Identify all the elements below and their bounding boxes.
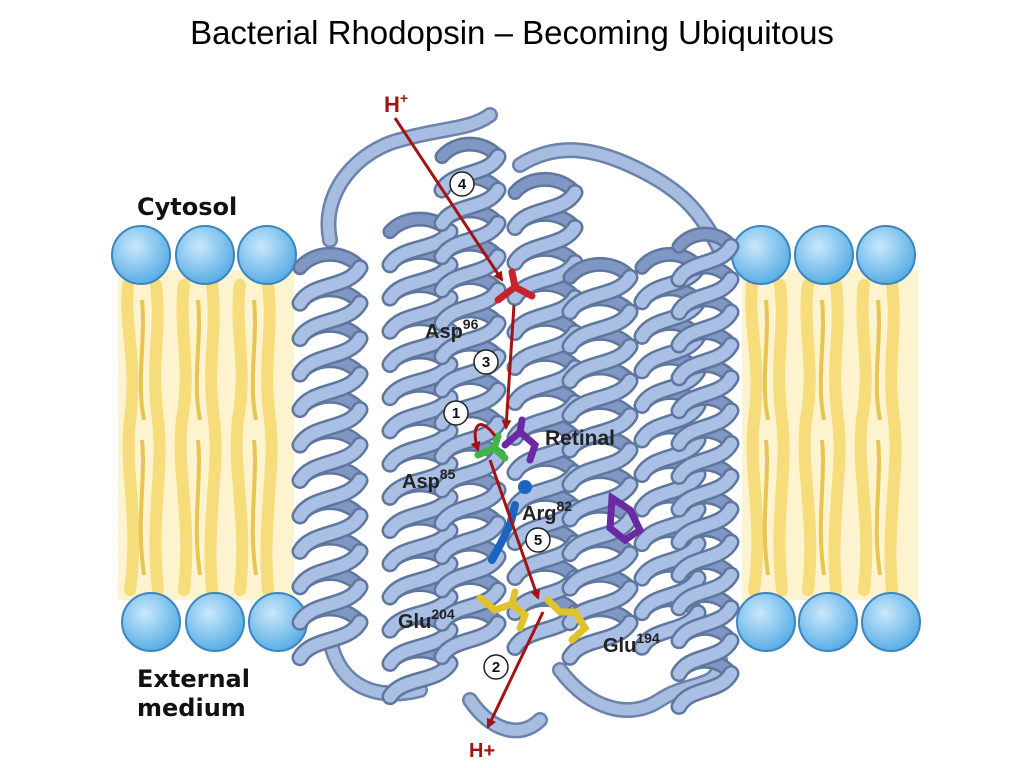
proton-in-text: H	[384, 92, 400, 117]
proton-pathway	[393, 117, 545, 729]
arg82-text: Arg	[522, 503, 556, 525]
step-5-marker: 5	[525, 527, 551, 553]
glu204-residue	[476, 588, 530, 632]
pathway-arrow-2	[486, 611, 545, 729]
asp85-residue	[474, 432, 509, 462]
asp96-residue	[494, 268, 536, 304]
asp85-label: Asp85	[402, 466, 456, 493]
glu204-label: Glu204	[398, 606, 455, 633]
slide-title: Bacterial Rhodopsin – Becoming Ubiquitou…	[190, 14, 834, 51]
retinal-residue	[501, 416, 645, 545]
asp96-text: Asp	[425, 321, 463, 343]
step-4-marker: 4	[449, 171, 475, 197]
helix-2	[381, 211, 459, 706]
helix-1	[291, 247, 369, 667]
pathway-arrow-3	[501, 304, 516, 430]
asp85-sup: 85	[440, 466, 456, 482]
right-membrane	[731, 225, 921, 652]
step-markers: 4 3 1 5 2	[443, 171, 551, 680]
lipid-heads-top	[111, 225, 297, 285]
asp96-sup: 96	[463, 316, 479, 332]
helix-3	[433, 136, 507, 666]
lipid-tails	[745, 279, 902, 596]
glu204-sup: 204	[431, 606, 455, 622]
external-medium-label-line2: medium	[137, 694, 246, 722]
step-1-marker: 1	[443, 400, 469, 426]
left-membrane	[111, 225, 308, 652]
step-1-label: 1	[452, 405, 460, 422]
pathway-arrow-5	[488, 459, 541, 600]
glu204-text: Glu	[398, 611, 431, 633]
helix-6	[633, 246, 707, 656]
helix-5	[561, 256, 639, 666]
pathway-arrow-4	[393, 117, 504, 282]
proton-out-label: H+	[469, 740, 495, 762]
lipid-heads-top	[731, 225, 916, 285]
proton-in-sup: +	[400, 90, 408, 106]
glu194-text: Glu	[603, 635, 636, 657]
retinal-label: Retinal	[545, 427, 615, 450]
arg82-residue	[488, 480, 532, 564]
glu194-sup: 194	[636, 630, 660, 646]
cytosol-label: Cytosol	[137, 193, 237, 221]
step-5-label: 5	[534, 532, 542, 549]
asp96-label: Asp96	[425, 316, 479, 343]
lipid-heads-bottom	[736, 592, 921, 652]
pathway-arrow-1	[470, 423, 497, 452]
glu194-label: Glu194	[603, 630, 660, 657]
step-2-label: 2	[492, 659, 500, 676]
external-medium-label-line1: External	[137, 665, 250, 693]
step-3-marker: 3	[473, 349, 499, 375]
asp85-text: Asp	[402, 471, 440, 493]
helix-7	[670, 226, 740, 715]
step-4-label: 4	[458, 176, 467, 193]
lipid-heads-bottom	[121, 592, 308, 652]
arg82-label: Arg82	[522, 498, 572, 525]
step-3-label: 3	[482, 354, 490, 371]
step-2-marker: 2	[483, 654, 509, 680]
proton-in-label: H+	[384, 90, 408, 117]
transmembrane-helices	[291, 136, 740, 715]
lipid-tails	[121, 279, 278, 596]
glu194-residue	[544, 596, 590, 644]
arg82-sup: 82	[556, 498, 572, 514]
